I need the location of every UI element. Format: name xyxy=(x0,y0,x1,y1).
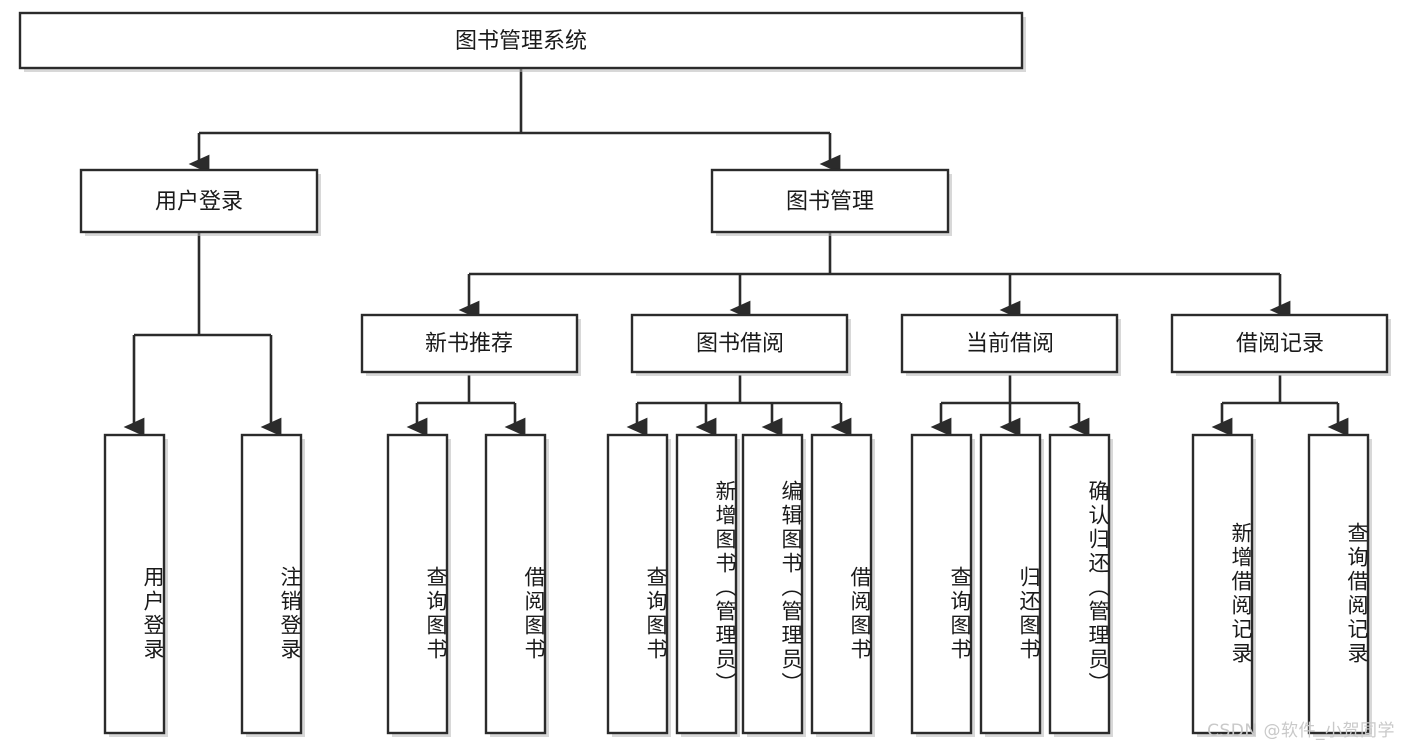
connector-group-root xyxy=(188,68,841,174)
connector-group-borrow-record xyxy=(1211,375,1349,437)
node-leaf-query-book-3[interactable] xyxy=(910,433,973,735)
csdn-watermark: CSDN @软件_小贺同学 xyxy=(1207,721,1395,741)
node-book-borrow[interactable] xyxy=(630,313,849,374)
node-current-borrow-label: 当前借阅 xyxy=(966,332,1054,357)
node-new-book-recommend[interactable] xyxy=(360,313,579,374)
node-user-login-label: 用户登录 xyxy=(155,190,243,215)
node-root-label: 图书管理系统 xyxy=(455,29,587,54)
node-leaf-add-record[interactable] xyxy=(1191,433,1254,735)
node-root[interactable] xyxy=(18,11,1024,70)
node-current-borrow[interactable] xyxy=(900,313,1119,374)
connector-group-book-manage xyxy=(458,232,1291,320)
node-new-book-recommend-label: 新书推荐 xyxy=(425,332,513,357)
node-leaf-edit-book[interactable] xyxy=(741,433,804,735)
node-borrow-record[interactable] xyxy=(1170,313,1389,374)
node-leaf-query-book-2[interactable] xyxy=(606,433,669,735)
node-leaf-confirm-return[interactable] xyxy=(1048,433,1111,735)
node-leaf-borrow-book-2[interactable] xyxy=(810,433,873,735)
node-leaf-return-book[interactable] xyxy=(979,433,1042,735)
node-leaf-query-record[interactable] xyxy=(1307,433,1370,735)
node-leaf-borrow-book-1[interactable] xyxy=(484,433,547,735)
node-leaf-user-login[interactable] xyxy=(103,433,166,735)
node-book-borrow-label: 图书借阅 xyxy=(696,332,784,357)
connector-group-current-borrow xyxy=(930,375,1090,437)
node-leaf-logout[interactable] xyxy=(240,433,303,735)
node-book-manage-label: 图书管理 xyxy=(786,190,874,215)
node-book-manage[interactable] xyxy=(710,168,950,234)
node-user-login[interactable] xyxy=(79,168,319,234)
connector-group-new-book-recommend xyxy=(406,375,526,437)
node-borrow-record-label: 借阅记录 xyxy=(1236,332,1324,357)
node-leaf-query-book-1[interactable] xyxy=(386,433,449,735)
connector-group-book-borrow xyxy=(626,375,852,437)
connector-group-user-login xyxy=(123,232,282,437)
node-leaf-add-book[interactable] xyxy=(675,433,738,735)
